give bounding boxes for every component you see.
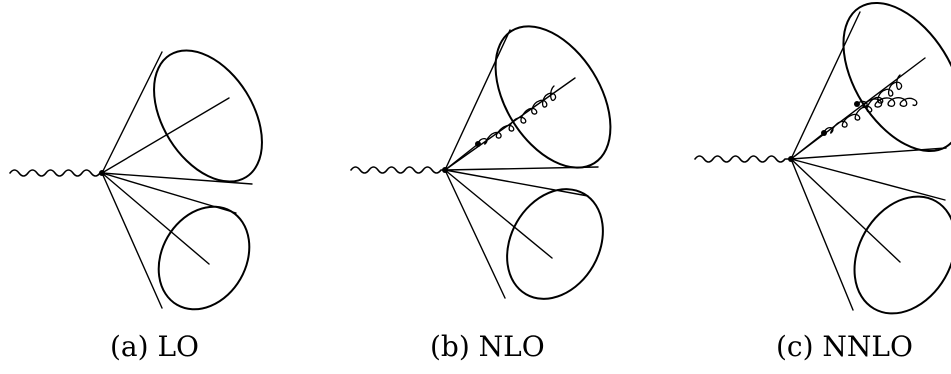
radiating-quark-line	[444, 143, 479, 171]
lower-cone-edge	[101, 172, 237, 214]
upper-jet-cone	[101, 49, 263, 185]
panel-lo-diagram	[9, 49, 263, 311]
upper-cone-edge	[101, 172, 253, 185]
lower-cone-edge	[101, 172, 163, 309]
upper-cone-edge	[101, 51, 163, 174]
lower-cone-edge	[790, 158, 854, 311]
lower-jet-axis	[101, 172, 210, 265]
gluon-curly-line	[477, 85, 557, 145]
lower-jet-cone	[790, 158, 951, 315]
gluon-curly-line	[823, 74, 903, 134]
panel-nnlo-diagram	[694, 1, 951, 315]
lower-cone-rim	[157, 205, 251, 311]
lower-cone-edge	[790, 158, 946, 201]
lower-cone-rim	[853, 195, 951, 315]
lower-jet-axis	[790, 158, 901, 263]
lower-jet-cone	[444, 169, 604, 300]
caption-lo: (a) LO	[110, 330, 199, 363]
panel-nlo-diagram	[350, 25, 612, 300]
lower-cone-edge	[444, 169, 589, 197]
upper-cone-rim	[842, 1, 951, 153]
caption-nlo: (b) NLO	[430, 330, 545, 363]
lower-jet-axis	[444, 169, 553, 259]
photon-wavy-line	[694, 155, 792, 163]
upper-cone-edge	[790, 11, 861, 160]
upper-cone-edge	[790, 147, 947, 160]
upper-jet-cone	[444, 25, 612, 171]
upper-jet-axis	[444, 77, 576, 171]
radiating-quark-line	[790, 132, 825, 160]
upper-cone-edge	[444, 29, 511, 171]
caption-nnlo: (c) NNLO	[776, 330, 913, 363]
photon-wavy-line	[9, 169, 103, 177]
upper-jet-cone	[790, 1, 951, 160]
lower-jet-cone	[101, 172, 251, 311]
upper-jet-axis	[101, 97, 230, 174]
upper-cone-rim	[494, 25, 612, 169]
upper-cone-rim	[153, 49, 263, 183]
lower-cone-edge	[444, 169, 506, 299]
lower-cone-rim	[506, 188, 604, 300]
upper-cone-edge	[444, 166, 599, 171]
gluon-curly-line	[856, 97, 918, 109]
photon-wavy-line	[350, 166, 446, 174]
